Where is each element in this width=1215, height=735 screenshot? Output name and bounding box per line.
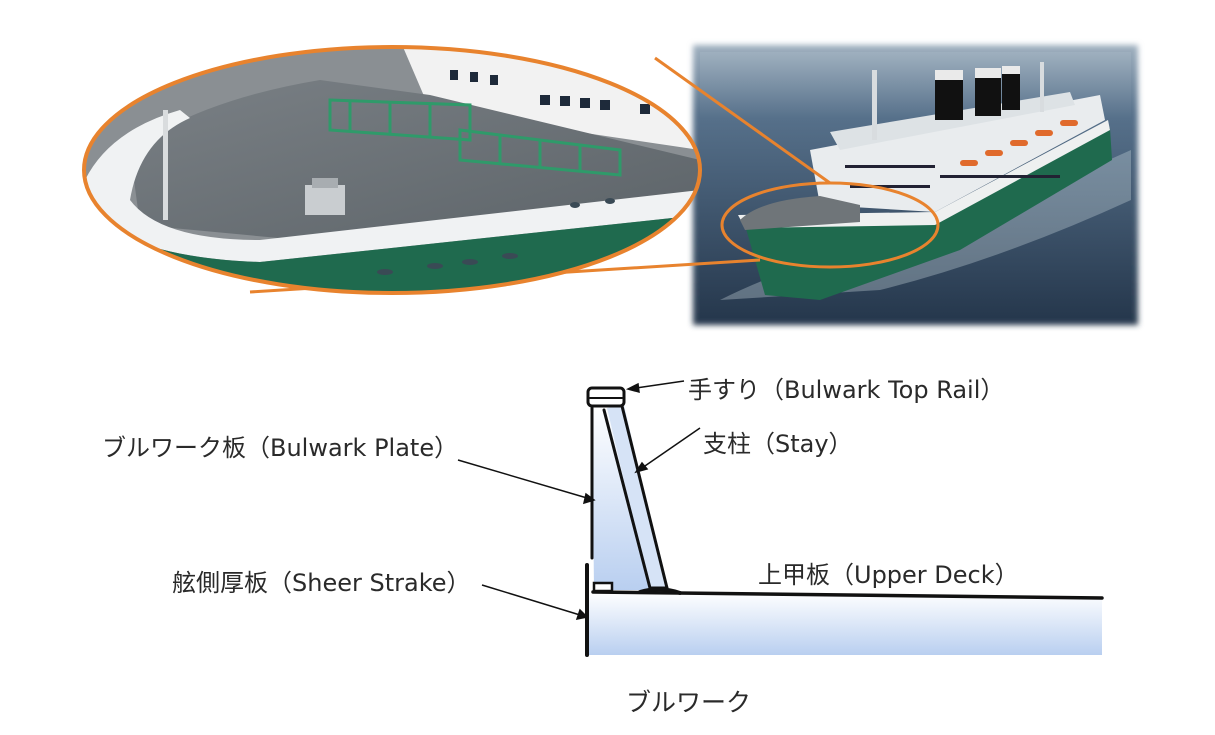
label-top-rail: 手すり（Bulwark Top Rail） — [688, 376, 1005, 404]
arrow-stay — [641, 427, 701, 469]
upper-deck-section — [588, 592, 1102, 655]
zoomed-bow-inset — [82, 45, 702, 295]
bulwark-cross-section — [457, 380, 1104, 657]
arrow-sheer-strake — [481, 584, 581, 616]
label-sheer-strake: 舷側厚板（Sheer Strake） — [172, 569, 471, 597]
diagram-caption: ブルワーク — [626, 688, 752, 717]
arrow-bulwark-plate — [457, 459, 588, 499]
label-bulwark-plate: ブルワーク板（Bulwark Plate） — [102, 434, 459, 462]
stay-fill — [607, 405, 667, 590]
arrow-top-rail — [635, 380, 685, 389]
label-stay: 支柱（Stay） — [703, 430, 853, 458]
bulwark-plate-fill — [592, 405, 650, 590]
cruise-ship-photo — [693, 45, 1138, 325]
label-upper-deck: 上甲板（Upper Deck） — [758, 561, 1019, 589]
